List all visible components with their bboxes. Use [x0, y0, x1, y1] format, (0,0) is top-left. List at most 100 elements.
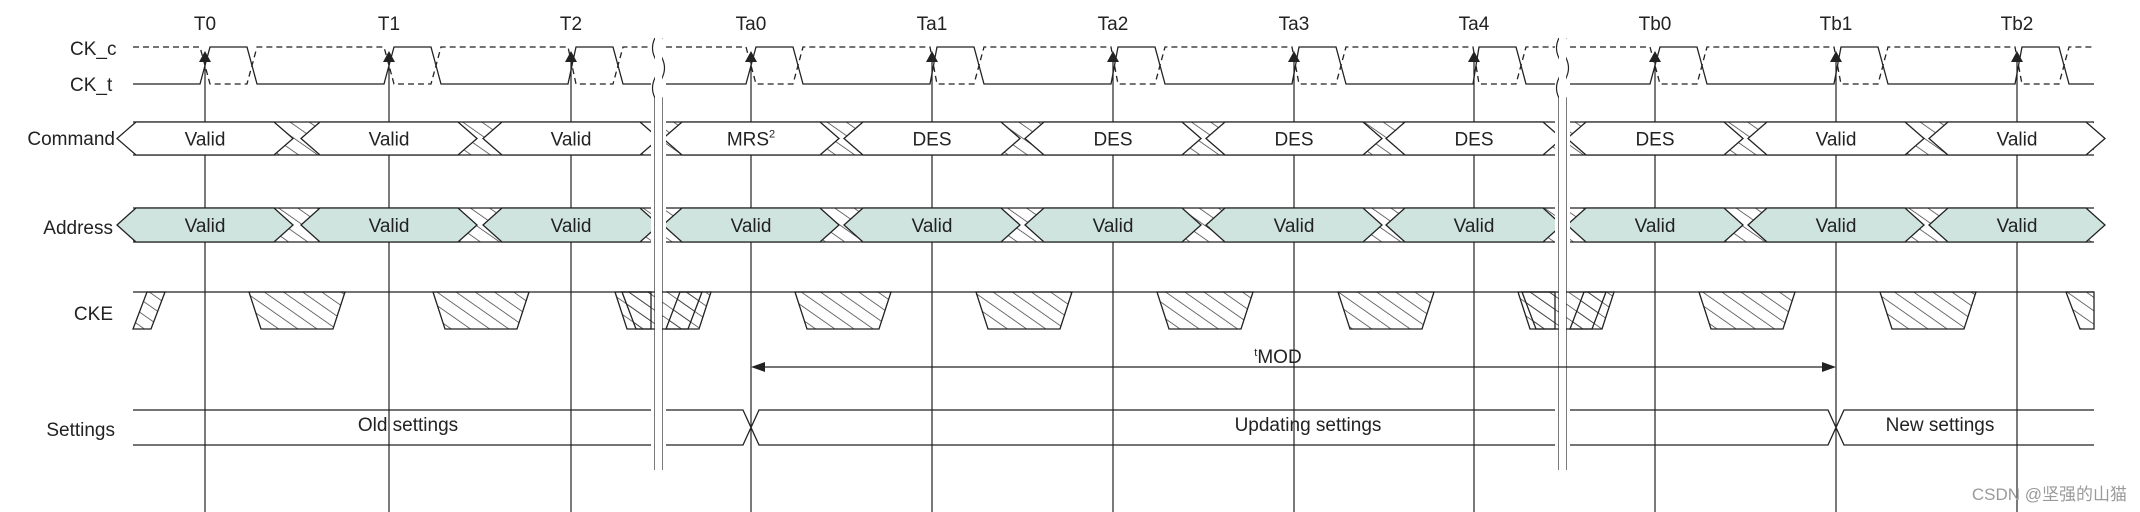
command-value-5: DES — [1093, 130, 1132, 151]
settings-waveform-2 — [1570, 409, 2094, 446]
settings-new-label: New settings — [1886, 415, 1995, 436]
signal-label-ck-t: CK_t — [70, 75, 113, 96]
address-value-3: Valid — [731, 216, 772, 237]
address-valid-3 — [662, 207, 840, 243]
clock-edge-label-0: T0 — [194, 14, 216, 35]
clock-edge-arrow-1 — [383, 51, 395, 62]
time-break-1 — [1555, 30, 1570, 480]
address-value-5: Valid — [1093, 216, 1134, 237]
ck-c-waveform-1 — [666, 46, 1555, 85]
clock-edge-label-3: Ta0 — [736, 14, 767, 35]
cke-dont-care-4 — [975, 291, 1073, 330]
command-value-2: Valid — [551, 130, 592, 151]
clock-edge-label-9: Tb1 — [1820, 14, 1853, 35]
address-value-7: Valid — [1454, 216, 1495, 237]
ck-t-waveform-1 — [666, 46, 1555, 85]
address-value-9: Valid — [1816, 216, 1857, 237]
signal-label-address: Address — [43, 218, 113, 239]
command-value-3: MRS2 — [727, 129, 775, 151]
cke-edge-hatch-1 — [665, 291, 703, 330]
ck-c-waveform-0 — [133, 46, 651, 85]
command-valid-5 — [1024, 121, 1202, 156]
address-valid-1 — [300, 207, 478, 243]
clock-edge-arrow-7 — [1468, 51, 1480, 62]
clock-edge-label-1: T1 — [378, 14, 400, 35]
cke-dont-care-1 — [432, 291, 530, 330]
command-valid-1 — [300, 121, 478, 156]
cke-edge-hatch-r-0 — [621, 291, 652, 330]
clock-edge-label-10: Tb2 — [2001, 14, 2034, 35]
command-valid-8 — [1566, 121, 1744, 156]
time-break-0 — [651, 30, 666, 480]
cke-dont-care-9 — [1879, 291, 1977, 330]
clock-edge-label-6: Ta3 — [1279, 14, 1310, 35]
settings-old-label: Old settings — [358, 415, 458, 436]
command-valid-4 — [843, 121, 1021, 156]
clock-edge-label-5: Ta2 — [1098, 14, 1129, 35]
signal-label-cke: CKE — [74, 304, 113, 325]
address-value-1: Valid — [369, 216, 410, 237]
clock-edge-arrow-5 — [1107, 51, 1119, 62]
command-value-6: DES — [1274, 130, 1313, 151]
cke-edge-hatch-r-2 — [2065, 291, 2095, 330]
address-valid-6 — [1205, 207, 1383, 243]
address-valid-9 — [1747, 207, 1925, 243]
command-value-9: Valid — [1816, 130, 1857, 151]
clock-edge-arrow-8 — [1649, 51, 1661, 62]
address-valid-0 — [116, 207, 294, 243]
clock-edge-arrow-3 — [745, 51, 757, 62]
cke-edge-hatch-r-1 — [1521, 291, 1556, 330]
command-valid-9 — [1747, 121, 1925, 156]
cke-dont-care-8 — [1698, 291, 1796, 330]
signal-label-command: Command — [27, 129, 115, 150]
clock-edge-label-7: Ta4 — [1459, 14, 1490, 35]
tmod-arrow — [751, 362, 1836, 372]
settings-waveform-0 — [133, 409, 651, 446]
clock-edge-arrow-2 — [565, 51, 577, 62]
cke-dont-care-6 — [1337, 291, 1435, 330]
cke-dont-care-5 — [1156, 291, 1254, 330]
command-value-7: DES — [1454, 130, 1493, 151]
cke-edge-hatch-2 — [1569, 291, 1607, 330]
settings-updating-label: Updating settings — [1235, 415, 1382, 436]
address-valid-4 — [843, 207, 1021, 243]
ck-t-waveform-2 — [1570, 46, 2094, 85]
address-value-6: Valid — [1274, 216, 1315, 237]
ck-c-waveform-2 — [1570, 46, 2094, 85]
command-value-4: DES — [912, 130, 951, 151]
signal-label-settings: Settings — [46, 420, 115, 441]
address-value-0: Valid — [185, 216, 226, 237]
clock-edge-label-8: Tb0 — [1639, 14, 1672, 35]
watermark: CSDN @坚强的山猫 — [1972, 485, 2127, 504]
address-value-4: Valid — [912, 216, 953, 237]
address-value-10: Valid — [1997, 216, 2038, 237]
address-value-8: Valid — [1635, 216, 1676, 237]
cke-dont-care-3 — [794, 291, 892, 330]
command-value-10: Valid — [1997, 130, 2038, 151]
signal-label-ck-c: CK_c — [70, 39, 116, 60]
clock-edge-label-4: Ta1 — [917, 14, 948, 35]
clock-edge-arrow-9 — [1830, 51, 1842, 62]
ck-t-waveform-0 — [133, 46, 651, 85]
command-valid-0 — [116, 121, 294, 156]
address-value-2: Valid — [551, 216, 592, 237]
cke-dont-care-0 — [248, 291, 346, 330]
clock-edge-arrow-6 — [1288, 51, 1300, 62]
address-valid-5 — [1024, 207, 1202, 243]
address-valid-8 — [1566, 207, 1744, 243]
clock-edge-arrow-0 — [199, 51, 211, 62]
address-valid-10 — [1928, 207, 2106, 243]
clock-edge-arrow-4 — [926, 51, 938, 62]
command-value-1: Valid — [369, 130, 410, 151]
command-value-8: DES — [1635, 130, 1674, 151]
settings-waveform-1 — [666, 409, 1555, 446]
command-valid-3 — [662, 121, 840, 156]
clock-edge-label-2: T2 — [560, 14, 582, 35]
cke-edge-hatch-0 — [132, 291, 166, 330]
command-value-0: Valid — [185, 130, 226, 151]
tmod-label: tMOD — [1254, 347, 1301, 368]
clock-edge-arrow-10 — [2011, 51, 2023, 62]
command-valid-6 — [1205, 121, 1383, 156]
command-valid-10 — [1928, 121, 2106, 156]
